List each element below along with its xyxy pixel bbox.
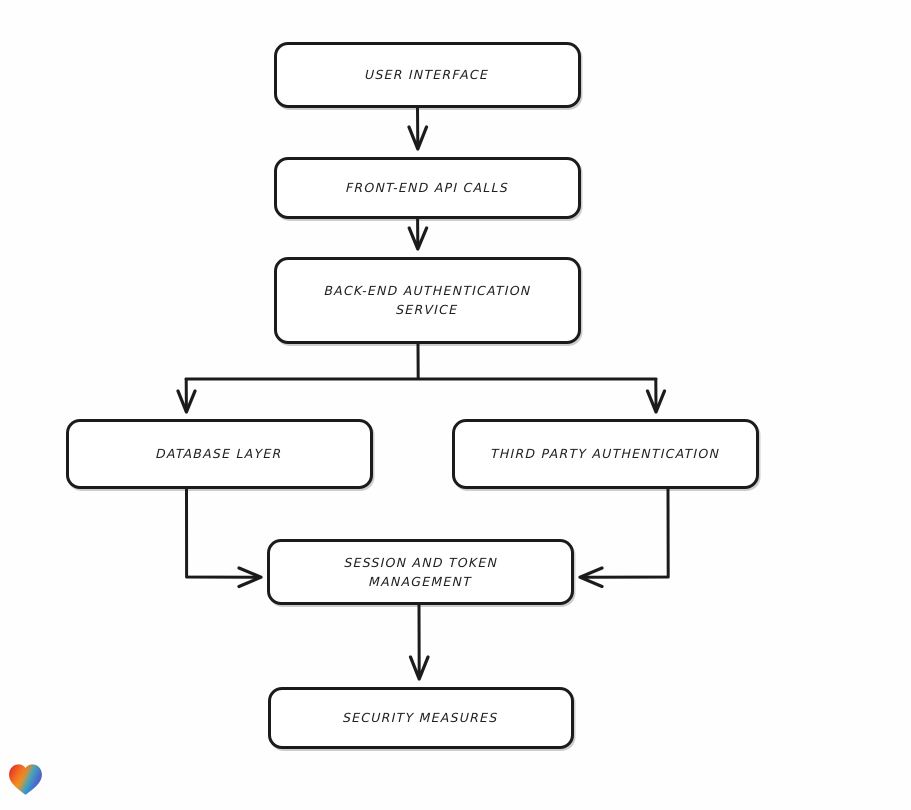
node-frontend-api-calls[interactable]: Front-end API Calls (274, 157, 581, 219)
edge-thirdparty-to-session (578, 487, 670, 589)
node-label: Front-end API Calls (345, 180, 510, 196)
node-user-interface[interactable]: User Interface (274, 42, 581, 108)
node-label: Database Layer (155, 446, 284, 462)
node-database-layer[interactable]: Database Layer (66, 419, 373, 489)
node-label: Security Measures (343, 710, 499, 726)
edge-session-to-security (408, 603, 430, 681)
edge-backend-split-bus (184, 342, 658, 381)
node-label: Third Party Authentication (490, 446, 721, 462)
node-label: User Interface (365, 67, 490, 83)
node-security-measures[interactable]: Security Measures (268, 687, 574, 749)
edge-database-to-session (185, 487, 263, 589)
heart-icon (9, 764, 42, 795)
node-label: Session and Token Management (343, 554, 498, 589)
edge-backend-to-database (176, 377, 197, 414)
node-backend-auth-service[interactable]: Back-end Authentication Service (274, 257, 581, 344)
node-session-token-management[interactable]: Session and Token Management (267, 539, 574, 605)
node-label: Back-end Authentication Service (324, 283, 532, 318)
edge-api-to-backend (407, 217, 429, 251)
node-third-party-auth[interactable]: Third Party Authentication (452, 419, 759, 489)
edge-ui-to-api (407, 106, 429, 151)
edge-backend-to-thirdparty (645, 377, 667, 414)
